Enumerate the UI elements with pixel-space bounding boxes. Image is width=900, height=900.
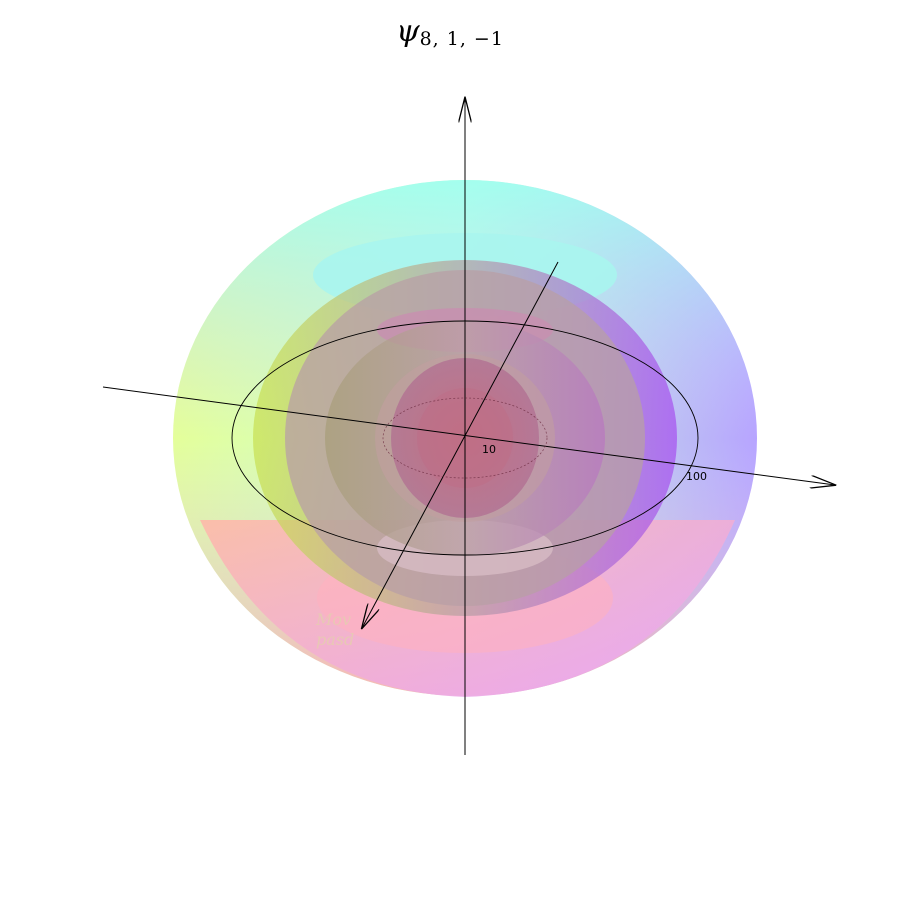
y-axis	[362, 261, 559, 628]
watermark-line-2: pasd	[316, 630, 354, 649]
tick-label-100: 100	[686, 470, 707, 483]
scale-ring-100	[231, 320, 699, 556]
x-axis	[102, 386, 835, 485]
scale-ring-10	[382, 397, 548, 479]
title-symbol: ψ	[396, 14, 420, 49]
axes	[102, 98, 835, 755]
plot-title: ψ8, 1, −1	[0, 14, 900, 50]
title-subscript: 8, 1, −1	[419, 28, 504, 50]
watermark-line-1: Mov	[315, 610, 351, 629]
tick-label-10: 10	[482, 443, 496, 456]
